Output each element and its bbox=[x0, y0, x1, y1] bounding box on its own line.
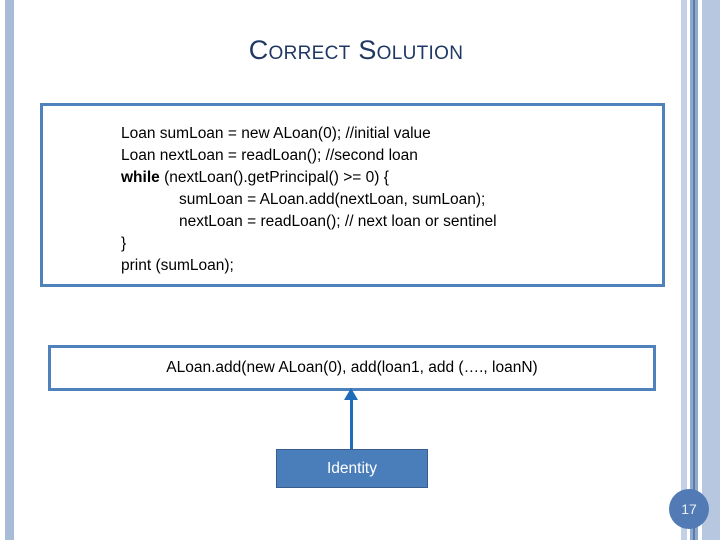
code-line: } bbox=[121, 233, 497, 255]
right-edge-stripe-6 bbox=[695, 0, 698, 540]
identity-label: Identity bbox=[327, 459, 377, 477]
code-text: nextLoan = readLoan(); // next loan or s… bbox=[179, 213, 497, 230]
right-edge-stripe-4 bbox=[690, 0, 693, 540]
code-listing-text: Loan sumLoan = new ALoan(0); //initial v… bbox=[121, 123, 497, 277]
code-line: nextLoan = readLoan(); // next loan or s… bbox=[121, 211, 497, 233]
page-number-text: 17 bbox=[681, 501, 697, 517]
right-edge-stripe-2 bbox=[681, 0, 687, 540]
expression-box: ALoan.add(new ALoan(0), add(loan1, add (… bbox=[48, 345, 656, 391]
left-edge-stripe-1 bbox=[0, 0, 5, 540]
code-text: Loan nextLoan = readLoan(); //second loa… bbox=[121, 147, 418, 164]
code-line: while (nextLoan().getPrincipal() >= 0) { bbox=[121, 167, 497, 189]
left-edge-stripe-3 bbox=[14, 0, 18, 540]
code-text: print (sumLoan); bbox=[121, 257, 234, 274]
left-edge-stripe-2 bbox=[5, 0, 14, 540]
arrow-shaft bbox=[350, 398, 353, 450]
code-listing-box: Loan sumLoan = new ALoan(0); //initial v… bbox=[40, 103, 665, 287]
code-line: sumLoan = ALoan.add(nextLoan, sumLoan); bbox=[121, 189, 497, 211]
arrow-up-icon bbox=[344, 388, 358, 400]
right-edge-stripe-5 bbox=[693, 0, 695, 540]
right-edge-stripe-1 bbox=[676, 0, 681, 540]
right-edge-stripe-3 bbox=[687, 0, 690, 540]
right-edge-stripe-7 bbox=[698, 0, 702, 540]
identity-callout-box: Identity bbox=[276, 449, 428, 488]
page-number-badge: 17 bbox=[669, 489, 709, 529]
code-line: Loan nextLoan = readLoan(); //second loa… bbox=[121, 145, 497, 167]
expression-text: ALoan.add(new ALoan(0), add(loan1, add (… bbox=[166, 359, 538, 376]
code-keyword: while bbox=[121, 169, 160, 186]
code-line: Loan sumLoan = new ALoan(0); //initial v… bbox=[121, 123, 497, 145]
code-text: } bbox=[121, 235, 127, 252]
page-title: Correct Solution bbox=[248, 35, 464, 65]
code-text: sumLoan = ALoan.add(nextLoan, sumLoan); bbox=[179, 191, 486, 208]
code-text: Loan sumLoan = new ALoan(0); //initial v… bbox=[121, 125, 431, 142]
code-line: print (sumLoan); bbox=[121, 255, 497, 277]
code-text: (nextLoan().getPrincipal() >= 0) { bbox=[159, 169, 389, 186]
right-edge-stripe-8 bbox=[702, 0, 720, 540]
